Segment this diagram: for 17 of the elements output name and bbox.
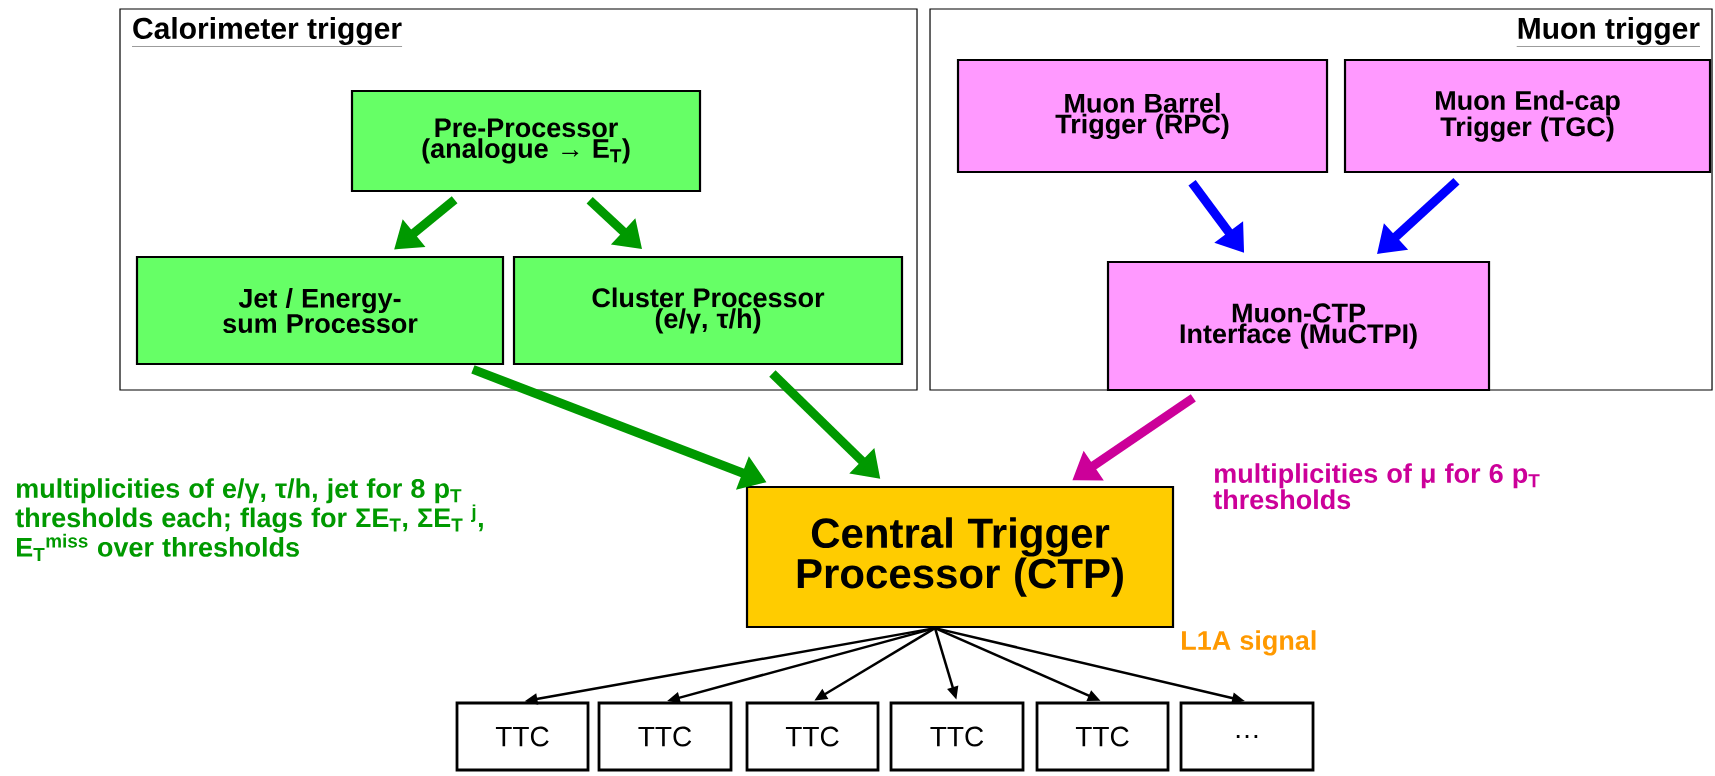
processor-box: Central Trigger Processor (CTP) bbox=[745, 485, 1175, 629]
arrow bbox=[586, 197, 642, 249]
annotation-text: multiplicities of e/γ, τ/h, jet for 8 p$_{T}$ thresholds each; flags for ΣE$_{T}$, ΣE$_{T}$ $^{j}$, E$_{T}$$^{miss}$ over thresholds bbox=[15, 478, 483, 561]
module-box: TTC bbox=[597, 701, 733, 772]
annotation-text: L1A signal bbox=[1182, 630, 1316, 656]
process-box: Jet / Energy-sum Processor bbox=[135, 255, 505, 366]
process-box: Muon End-cap Trigger (TGC) bbox=[1343, 58, 1712, 174]
process-box: Muon-CTP Interface (MuCTPI) bbox=[1106, 260, 1491, 392]
annotation-text: multiplicities of μ for 6 p$_{T}$ thresholds bbox=[1213, 463, 1540, 510]
module-box: TTC bbox=[745, 701, 880, 772]
process-box: Pre-Processor (analogue → E$_{T}$) bbox=[350, 89, 702, 193]
module-box: TTC bbox=[1035, 701, 1170, 772]
process-box: Cluster Processor (e/γ, τ/h) bbox=[512, 255, 904, 366]
process-box: Muon Barrel Trigger (RPC) bbox=[956, 58, 1329, 174]
module-box: TTC bbox=[889, 701, 1025, 772]
module-box: … bbox=[1179, 701, 1315, 772]
module-box: TTC bbox=[455, 701, 590, 772]
